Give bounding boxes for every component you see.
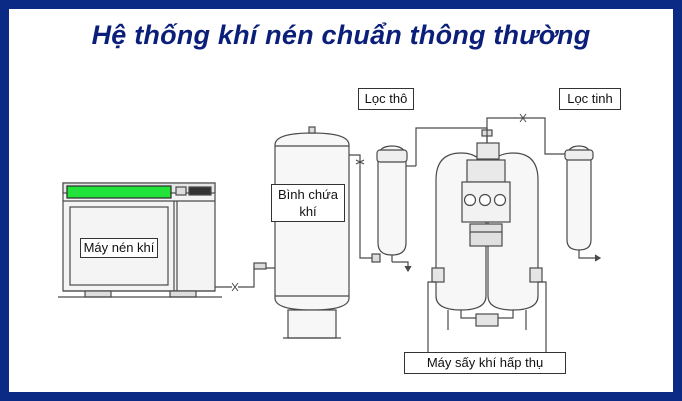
compressor-label: Máy nén khí <box>80 238 158 258</box>
pipe-tank-to-coarse-filter <box>349 154 381 263</box>
dryer-label: Máy sấy khí hấp thụ <box>404 352 566 374</box>
compressor-display-panel <box>66 185 172 199</box>
pipe-dryer-to-fine-filter <box>486 113 567 155</box>
coarse-filter-label: Lọc thô <box>358 88 414 110</box>
adsorption-dryer <box>427 142 547 356</box>
pipe-compressor-to-tank <box>215 262 276 292</box>
air-compressor <box>58 182 222 298</box>
receiver-tank <box>274 126 350 339</box>
coarse-filter <box>376 145 416 273</box>
tank-label: Bình chứa khí <box>271 184 345 222</box>
fine-filter-label: Lọc tinh <box>559 88 621 110</box>
fine-filter <box>564 145 602 262</box>
page-title: Hệ thống khí nén chuẩn thông thường <box>91 20 591 50</box>
